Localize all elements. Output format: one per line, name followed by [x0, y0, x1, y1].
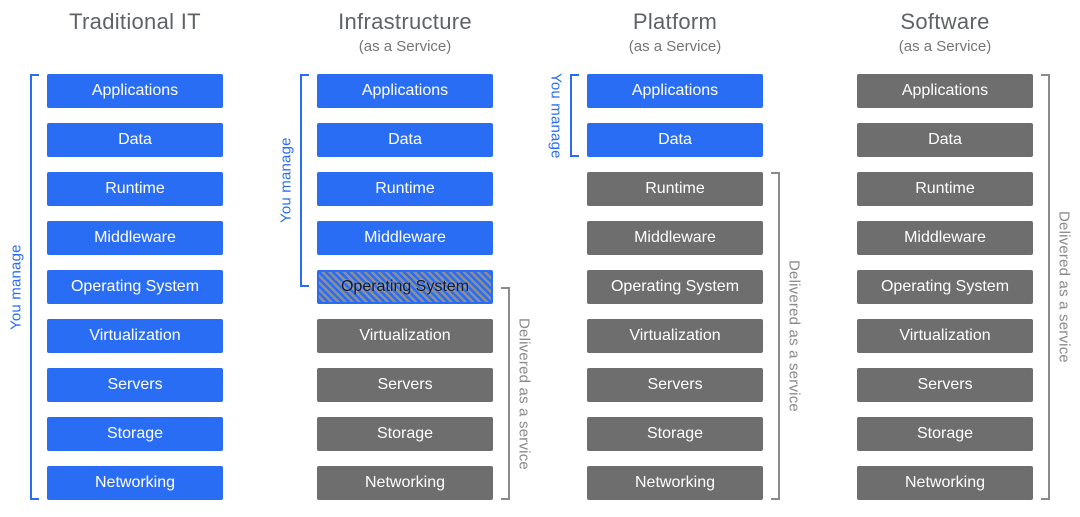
layer-box-networking: Networking — [857, 466, 1033, 500]
left-bracket-label: You manage — [7, 244, 25, 330]
left-bracket — [30, 74, 39, 500]
layer-box-servers: Servers — [317, 368, 493, 402]
layer-box-middleware: Middleware — [857, 221, 1033, 255]
layer-box-networking: Networking — [317, 466, 493, 500]
column-subtitle: (as a Service) — [358, 38, 452, 55]
left-bracket-label: You manage — [547, 72, 565, 159]
column-iaas: Infrastructure (as a Service) Applicatio… — [270, 0, 540, 500]
layer-box-operating-system: Operating System — [587, 270, 763, 304]
layer-box-data: Data — [857, 123, 1033, 157]
layer-box-applications: Applications — [47, 74, 223, 108]
layer-box-virtualization: Virtualization — [857, 319, 1033, 353]
layer-box-storage: Storage — [587, 417, 763, 451]
layer-box-servers: Servers — [857, 368, 1033, 402]
column-title: Traditional IT — [69, 9, 201, 34]
layer-box-applications: Applications — [857, 74, 1033, 108]
layer-box-runtime: Runtime — [47, 172, 223, 206]
right-bracket-label: Delivered as a service — [785, 260, 803, 412]
column-header: Traditional IT — [0, 0, 270, 74]
layer-box-applications: Applications — [317, 74, 493, 108]
layer-box-operating-system: Operating System — [857, 270, 1033, 304]
layer-box-storage: Storage — [857, 417, 1033, 451]
layer-box-virtualization: Virtualization — [47, 319, 223, 353]
right-bracket-label: Delivered as a service — [1055, 211, 1073, 363]
layer-box-middleware: Middleware — [587, 221, 763, 255]
layer-box-virtualization: Virtualization — [587, 319, 763, 353]
layer-box-middleware: Middleware — [47, 221, 223, 255]
layer-box-storage: Storage — [317, 417, 493, 451]
column-subtitle: (as a Service) — [898, 38, 992, 55]
layer-box-applications: Applications — [587, 74, 763, 108]
column-header: Platform (as a Service) — [540, 0, 810, 74]
column-header: Infrastructure (as a Service) — [270, 0, 540, 74]
right-bracket — [771, 172, 780, 500]
layer-box-operating-system: Operating System — [47, 270, 223, 304]
column-header: Software (as a Service) — [810, 0, 1080, 74]
layer-box-data: Data — [47, 123, 223, 157]
layer-box-runtime: Runtime — [857, 172, 1033, 206]
right-bracket — [501, 287, 510, 500]
layer-box-networking: Networking — [587, 466, 763, 500]
layer-box-virtualization: Virtualization — [317, 319, 493, 353]
layer-box-storage: Storage — [47, 417, 223, 451]
layer-box-networking: Networking — [47, 466, 223, 500]
column-subtitle: (as a Service) — [628, 38, 722, 55]
layer-box-data: Data — [317, 123, 493, 157]
left-bracket-label: You manage — [277, 137, 295, 224]
layer-box-operating-system: Operating System — [317, 270, 493, 304]
layer-box-runtime: Runtime — [317, 172, 493, 206]
column-title: Platform — [632, 9, 718, 34]
layer-box-servers: Servers — [587, 368, 763, 402]
column-title: Infrastructure — [338, 9, 472, 34]
layer-box-data: Data — [587, 123, 763, 157]
column-title: Software — [900, 9, 990, 34]
left-bracket — [570, 74, 579, 157]
right-bracket-label: Delivered as a service — [515, 317, 533, 470]
layer-box-servers: Servers — [47, 368, 223, 402]
layer-box-runtime: Runtime — [587, 172, 763, 206]
left-bracket — [300, 74, 309, 287]
layer-box-middleware: Middleware — [317, 221, 493, 255]
right-bracket — [1041, 74, 1050, 500]
